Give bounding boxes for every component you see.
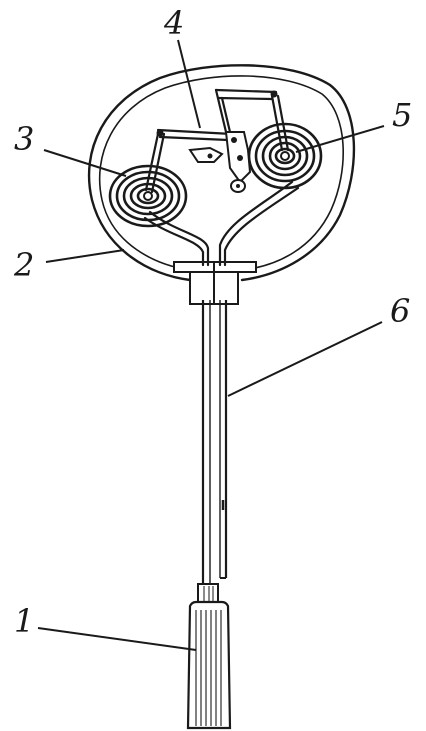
inner-tubing: [143, 180, 300, 267]
callout-6: 6: [390, 292, 410, 330]
leader-3: [43, 149, 127, 177]
callout-2: 2: [13, 246, 34, 284]
linkage-mechanism: [188, 131, 252, 193]
leader-2: [45, 249, 125, 263]
callout-5: 5: [392, 96, 412, 134]
callout-labels: 1 2 3 4 5 6: [13, 4, 412, 640]
callout-4: 4: [163, 4, 184, 42]
callout-1: 1: [14, 602, 34, 640]
callout-3: 3: [14, 120, 34, 158]
linkage-arms: [144, 88, 290, 194]
leader-lines: [37, 39, 385, 651]
leader-6: [227, 321, 383, 397]
stem-tube: [201, 300, 228, 584]
casing: [87, 64, 356, 282]
probe-handle: [186, 583, 232, 730]
leader-4: [177, 39, 201, 129]
leader-5: [295, 125, 385, 153]
mount-block: [173, 261, 257, 305]
leader-1: [37, 627, 197, 651]
